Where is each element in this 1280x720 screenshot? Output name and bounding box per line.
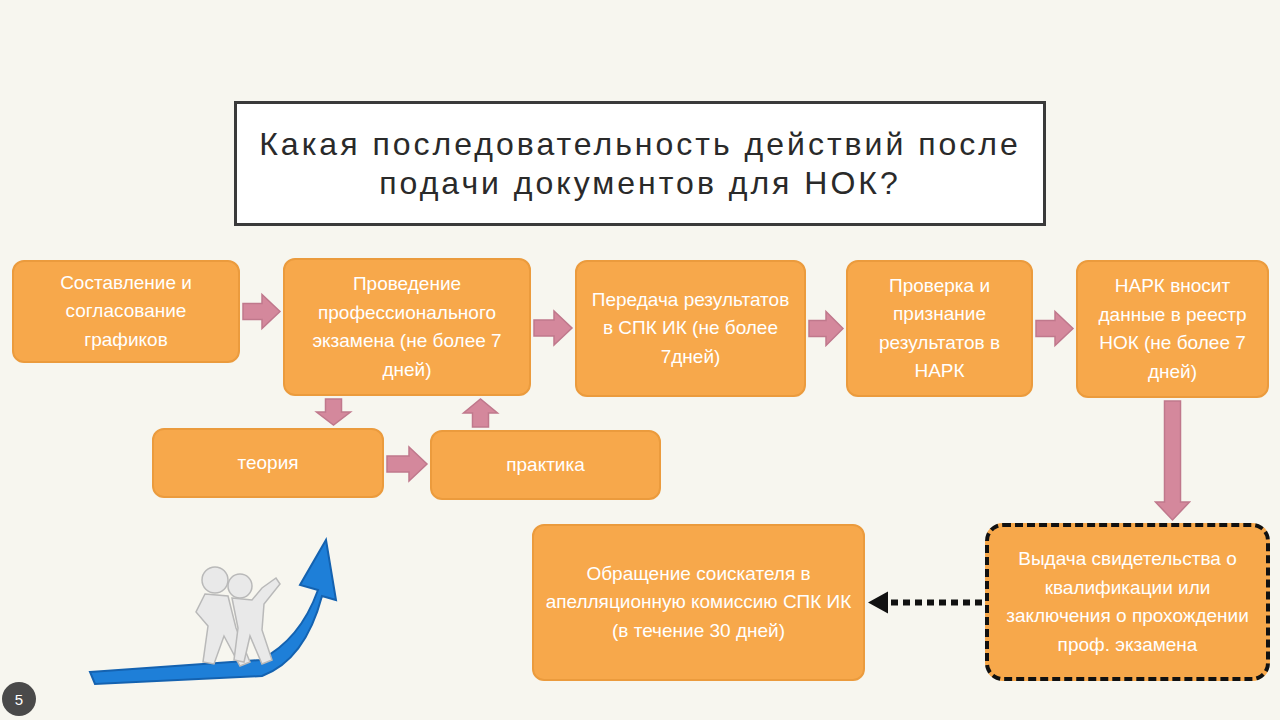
arrow-shape [534, 311, 572, 345]
box-text: Проведение профессионального экзамена (н… [295, 270, 519, 384]
arrow-shape [1156, 401, 1190, 520]
arrow-shape [243, 295, 280, 329]
arrow-shape [809, 312, 843, 346]
box-text: НАРК вносит данные в реестр НОК (не боле… [1088, 272, 1257, 386]
title-text: Какая последовательность действий после … [237, 125, 1043, 202]
arrow-head [868, 592, 888, 614]
growth-arrow [90, 540, 336, 684]
block-arrow [317, 399, 351, 425]
dotted-arrow [868, 592, 982, 614]
page-number-badge: 5 [2, 682, 36, 716]
process-box: теория [152, 428, 384, 498]
block-arrow [243, 295, 280, 329]
process-box: НАРК вносит данные в реестр НОК (не боле… [1076, 260, 1269, 398]
arrow-shape [464, 399, 498, 427]
arrow-shape [317, 399, 351, 425]
process-box: Передача результатов в СПК ИК (не более … [575, 260, 806, 397]
title-box: Какая последовательность действий после … [234, 101, 1046, 226]
process-box: Составление и согласование графиков [12, 260, 240, 363]
block-arrow [464, 399, 498, 427]
process-box: Проведение профессионального экзамена (н… [283, 258, 531, 396]
block-arrow [534, 311, 572, 345]
process-box: Проверка и признание результатов в НАРК [846, 260, 1033, 397]
process-box: практика [430, 430, 661, 500]
process-box: Обращение соискателя в апелляционную ком… [532, 524, 865, 681]
block-arrow [387, 447, 427, 481]
page-number: 5 [15, 691, 23, 708]
arrow-shape [387, 447, 427, 481]
box-text: практика [506, 451, 585, 480]
figures [196, 567, 280, 666]
block-arrow [809, 312, 843, 346]
box-text: Передача результатов в СПК ИК (не более … [587, 286, 794, 372]
block-arrow [1156, 401, 1190, 520]
box-text: теория [237, 449, 298, 478]
arrow-shape [1036, 312, 1073, 346]
box-text: Обращение соискателя в апелляционную ком… [544, 560, 853, 646]
block-arrow [1036, 312, 1073, 346]
dotted-line [888, 600, 982, 606]
box-text: Проверка и признание результатов в НАРК [858, 272, 1021, 386]
process-box: Выдача свидетельства о квалификации или … [985, 523, 1270, 681]
box-text: Составление и согласование графиков [24, 269, 228, 355]
box-text: Выдача свидетельства о квалификации или … [999, 545, 1256, 659]
